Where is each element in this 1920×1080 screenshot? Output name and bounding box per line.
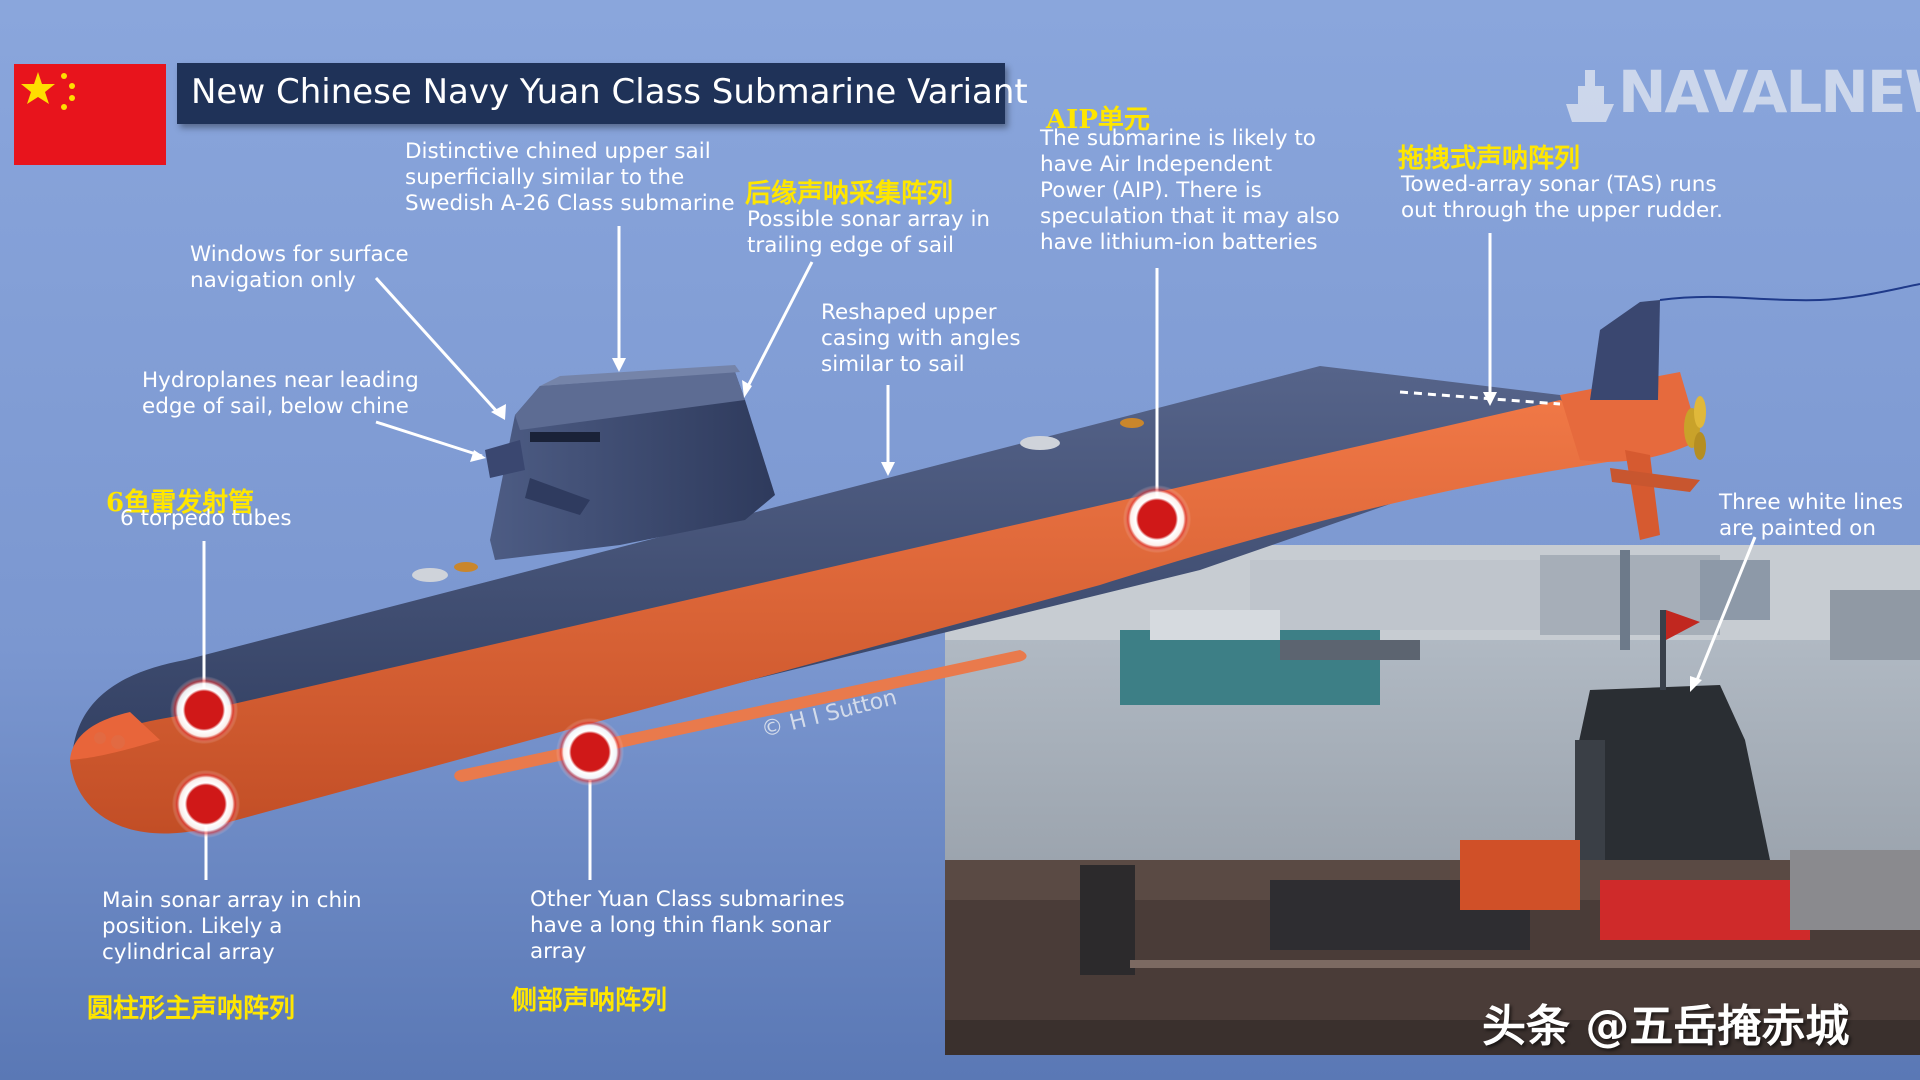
arrowheads xyxy=(470,358,1702,692)
annotation-aip-en: The submarine is likely to have Air Inde… xyxy=(1040,126,1340,255)
leader-lines xyxy=(202,226,1757,880)
annotation-aip-cn: AIP单元 xyxy=(1046,105,1150,135)
annotation-casing: Reshaped upper casing with angles simila… xyxy=(821,300,1021,377)
annotation-main-sonar-cn: 圆柱形主声呐阵列 xyxy=(87,994,296,1024)
annotation-torpedo-cn: 6鱼雷发射管 xyxy=(106,488,255,518)
annotation-windows: Windows for surface navigation only xyxy=(190,242,409,293)
annotation-sail-sonar-en: Possible sonar array in trailing edge of… xyxy=(747,207,991,258)
navalnews-logo: NAVALNEWS xyxy=(1618,58,1920,126)
torpedo-tubes-marker xyxy=(170,676,238,744)
annotation-flank-sonar-cn: 侧部声呐阵列 xyxy=(511,986,668,1016)
annotation-white-lines: Three white lines are painted on xyxy=(1719,490,1904,541)
annotation-tas-en: Towed-array sonar (TAS) runs out through… xyxy=(1401,172,1723,223)
harbor-photo-inset xyxy=(945,545,1920,1055)
towed-array-cable xyxy=(1659,283,1920,302)
watermark: 头条 @五岳掩赤城 xyxy=(1482,1001,1850,1052)
title-box xyxy=(177,63,1005,124)
aip-marker xyxy=(1123,485,1191,553)
navalnews-ship-icon xyxy=(1566,70,1614,122)
annotation-hydroplanes: Hydroplanes near leading edge of sail, b… xyxy=(142,368,419,419)
annotation-sail-shape: Distinctive chined upper sail superficia… xyxy=(405,139,735,216)
annotation-main-sonar-en: Main sonar array in chin position. Likel… xyxy=(102,888,362,965)
page-title: New Chinese Navy Yuan Class Submarine Va… xyxy=(191,72,1028,112)
annotation-torpedo-en: 6 torpedo tubes xyxy=(120,506,292,531)
annotation-sail-sonar-cn: 后缘声呐采集阵列 xyxy=(745,179,954,209)
annotation-tas-cn: 拖拽式声呐阵列 xyxy=(1398,144,1581,174)
main-sonar-marker xyxy=(172,770,240,838)
china-flag-icon xyxy=(14,64,166,165)
flank-sonar-marker xyxy=(556,718,624,786)
propeller-icon xyxy=(1684,396,1706,460)
annotation-flank-sonar-en: Other Yuan Class submarines have a long … xyxy=(530,887,845,964)
